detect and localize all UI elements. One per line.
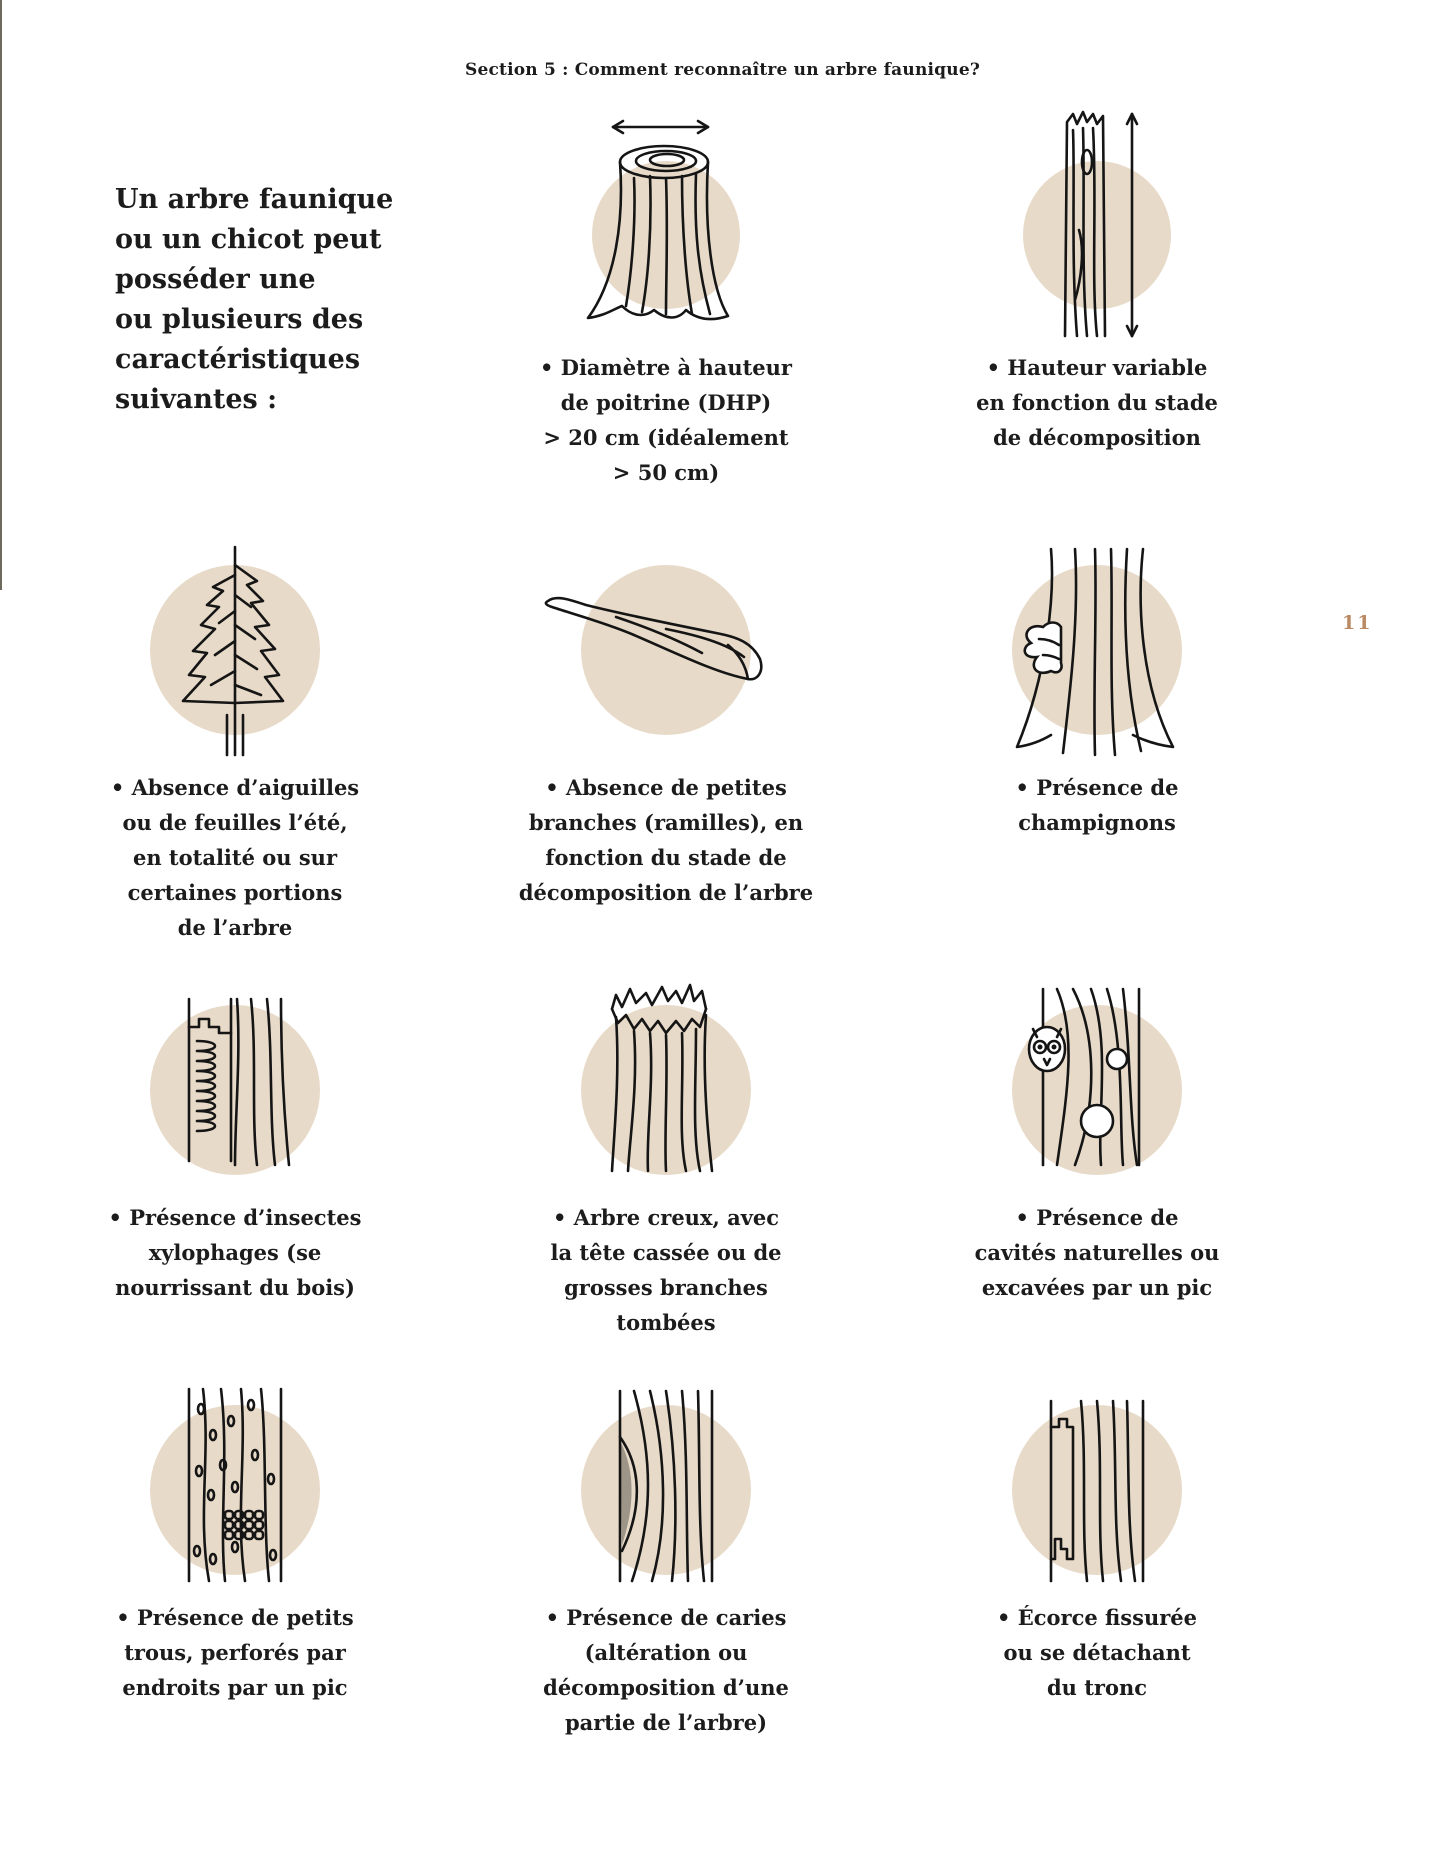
section-header: Section 5 : Comment reconnaître un arbre… [464,60,981,80]
characteristic-caption: • Présence de champignons [1015,775,1179,835]
conifer-tree-icon [85,535,385,765]
mushroom-trunk-icon [947,535,1247,765]
intro-heading: Un arbre faunique ou un chicot peut poss… [115,184,394,415]
characteristic-caption: • Absence d’aiguilles ou de feuilles l’é… [110,775,360,940]
characteristic-caption: • Absence de petites branches (ramilles)… [518,775,814,905]
characteristic-caption: • Présence d’insectes xylophages (se nou… [108,1205,362,1300]
characteristic-caption: • Écorce fissurée ou se détachant du tro… [996,1605,1198,1700]
owl-cavity-icon [947,975,1247,1205]
insect-galleries-icon [85,975,385,1205]
characteristic-caption: • Présence de cavités naturelles ou exca… [974,1205,1220,1300]
wood-decay-icon [516,1375,816,1605]
stump-diameter-icon [516,110,816,340]
bare-branch-icon [516,535,816,765]
left-margin-rule [0,0,2,590]
characteristic-caption: • Arbre creux, avec la tête cassée ou de… [550,1205,782,1335]
characteristic-caption: • Présence de petits trous, perforés par… [116,1605,354,1700]
page-number: 11 [1342,612,1373,634]
peeling-bark-icon [947,1375,1247,1605]
characteristic-caption: • Diamètre à hauteur de poitrine (DHP) >… [540,355,792,485]
snag-height-icon [947,110,1247,340]
characteristic-caption: • Présence de caries (altération ou déco… [543,1605,789,1735]
broken-top-icon [516,975,816,1205]
characteristic-caption: • Hauteur variable en fonction du stade … [976,355,1218,450]
woodpecker-holes-icon [85,1375,385,1605]
